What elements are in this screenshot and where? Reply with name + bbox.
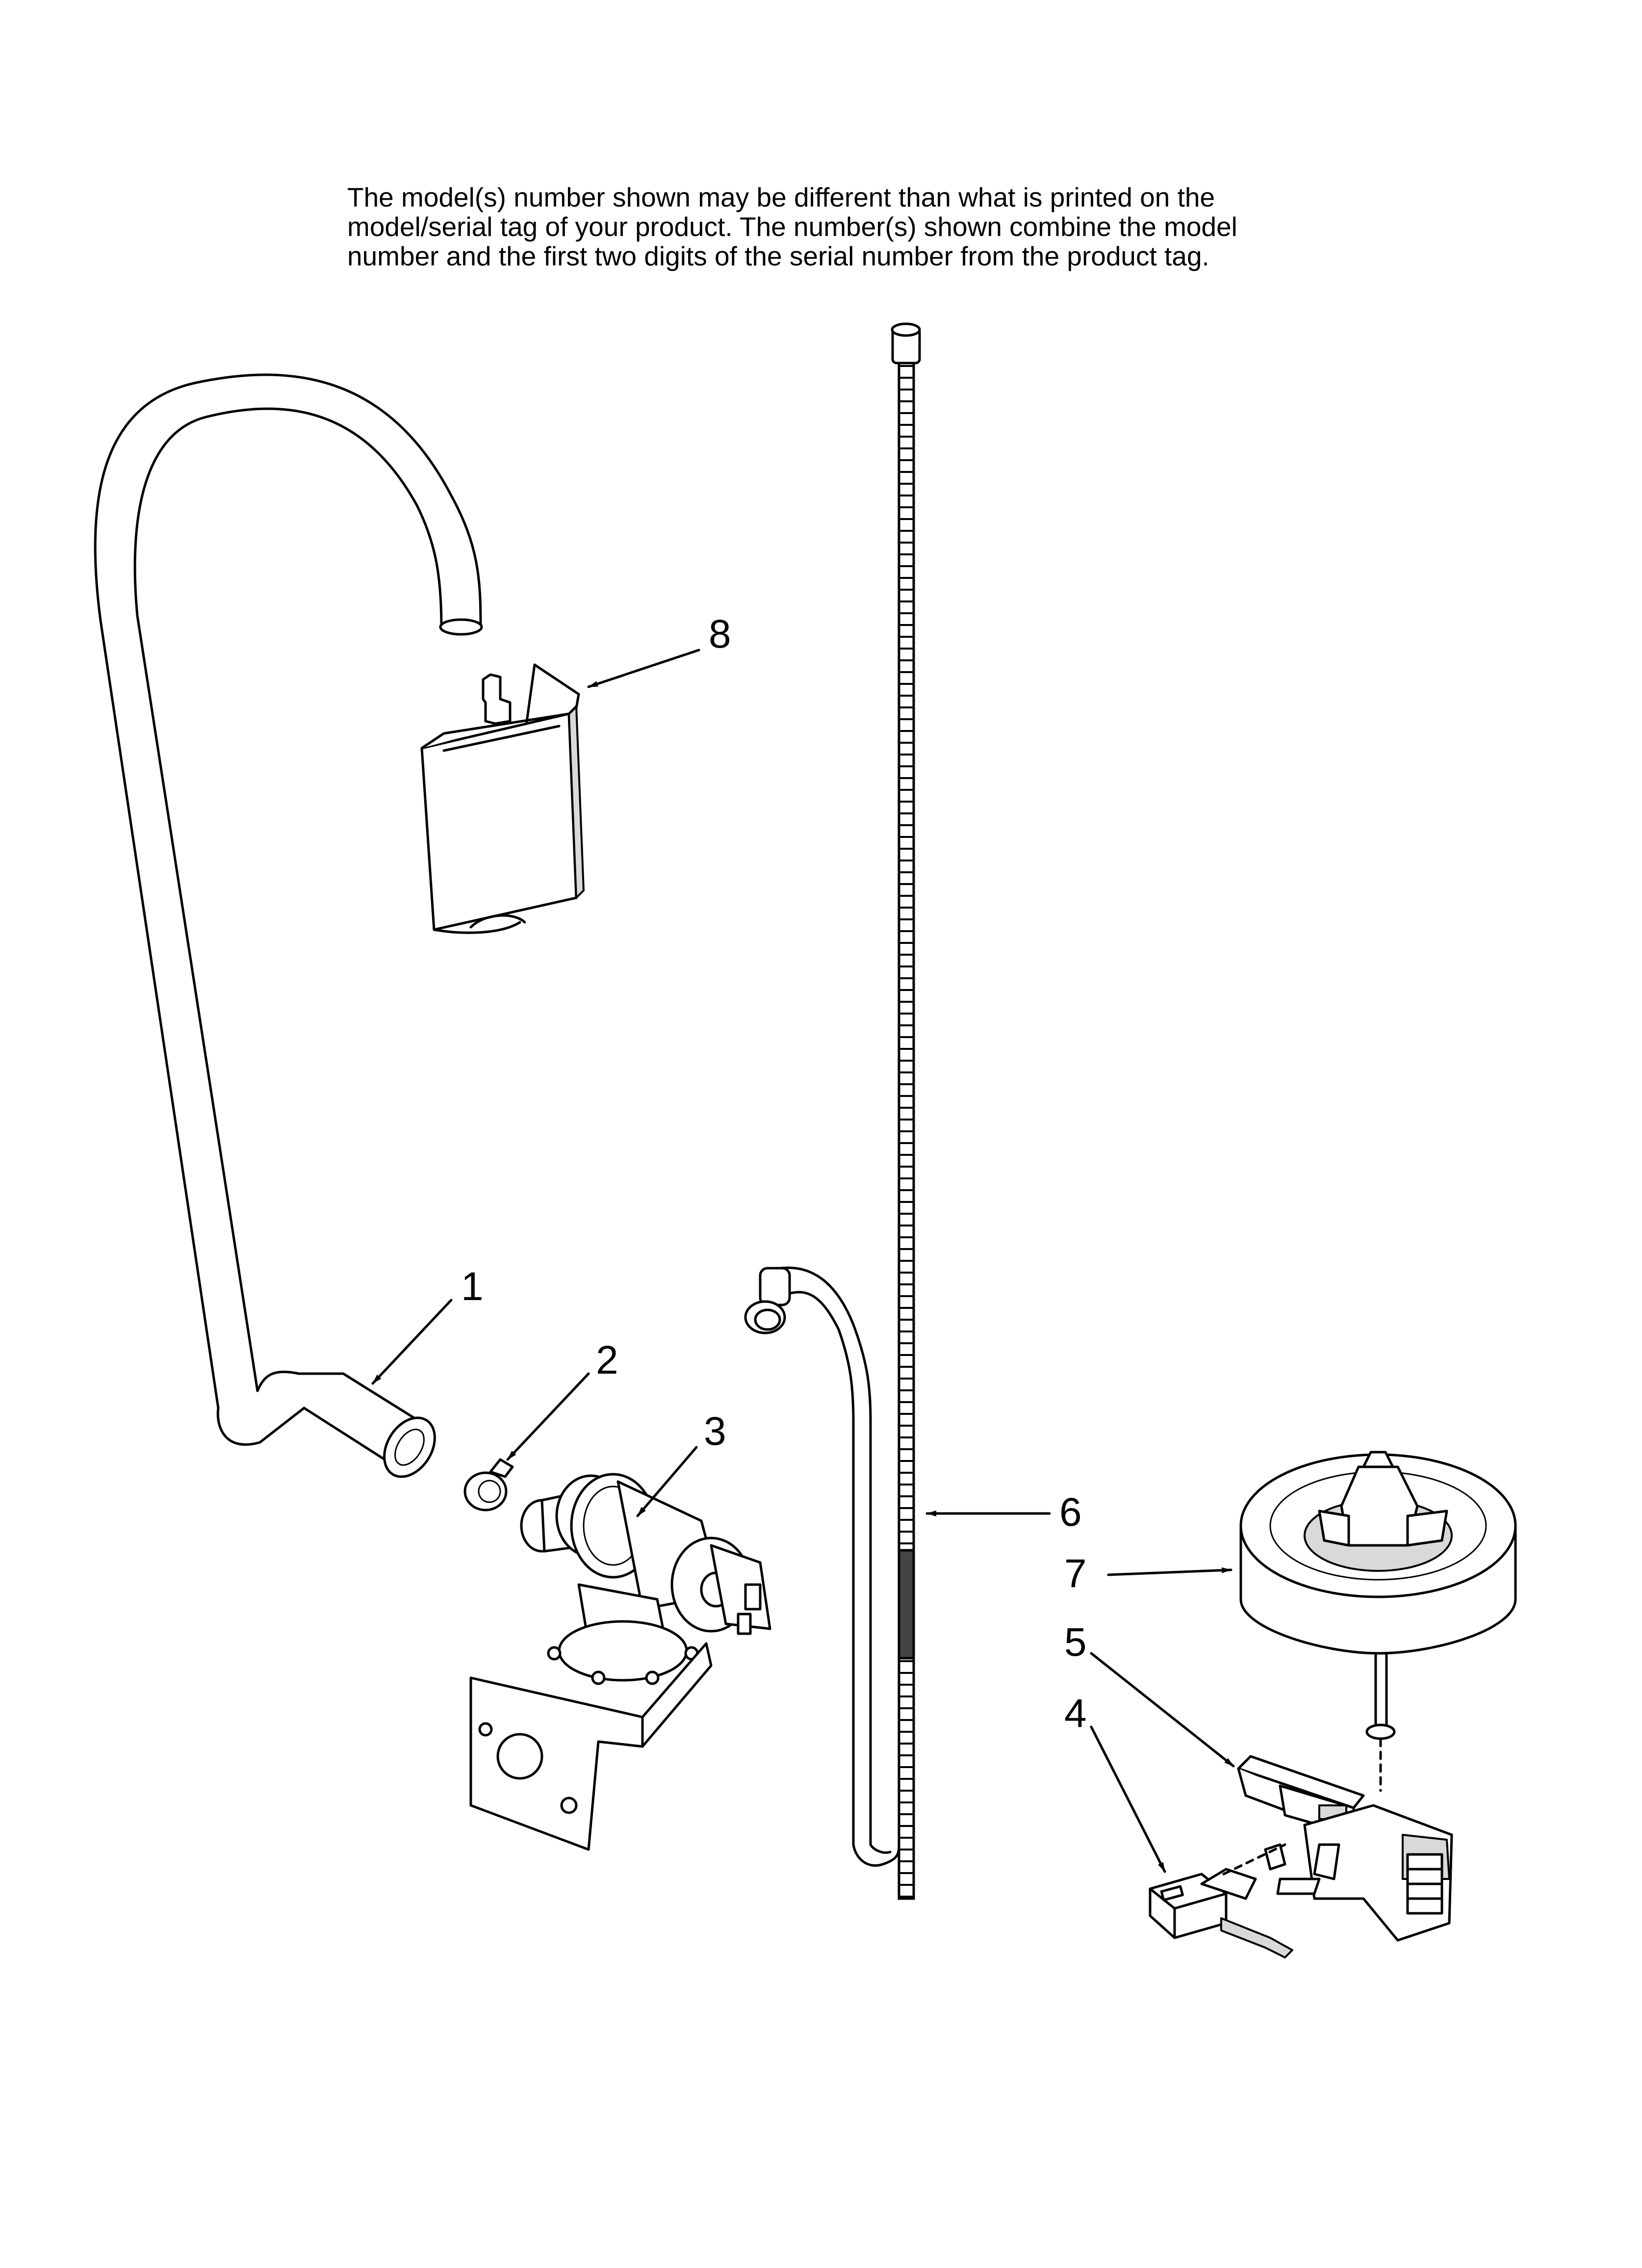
leader-7: [1107, 1567, 1232, 1576]
callout-5: 5: [1064, 1620, 1087, 1665]
note-line-3: number and the first two digits of the s…: [347, 241, 1209, 271]
part-8-vent: [420, 663, 585, 934]
callout-1: 1: [461, 1264, 484, 1309]
callout-4: 4: [1064, 1691, 1087, 1736]
part-5-switch-bracket: [1237, 1738, 1453, 1942]
callout-7: 7: [1064, 1551, 1087, 1596]
part-6-fill-hose: [744, 322, 921, 1900]
leader-4: [1090, 1725, 1166, 1873]
callout-8: 8: [709, 612, 731, 656]
callout-6: 6: [1059, 1490, 1082, 1535]
leader-5: [1090, 1652, 1235, 1768]
callout-3: 3: [704, 1409, 726, 1454]
callout-numbers: 8 1 2 3 6 7 5 4: [461, 612, 1087, 1736]
part-7-float: [1239, 1451, 1517, 1740]
part-1-tube: [94, 373, 483, 1478]
leader-2: [506, 1372, 590, 1461]
note-line-1: The model(s) number shown may be differe…: [347, 182, 1215, 212]
leader-3: [636, 1446, 698, 1517]
model-number-note: The model(s) number shown may be differe…: [347, 182, 1377, 271]
part-2-clamp: [463, 1458, 514, 1512]
callout-2: 2: [596, 1338, 618, 1382]
part-3-inlet-valve: [469, 1473, 771, 1851]
leader-1: [371, 1299, 453, 1385]
leader-arrows: [371, 649, 1235, 1873]
leader-8: [587, 649, 700, 688]
note-line-2: model/serial tag of your product. The nu…: [347, 211, 1237, 242]
part-4-microswitch: [1149, 1843, 1293, 1958]
